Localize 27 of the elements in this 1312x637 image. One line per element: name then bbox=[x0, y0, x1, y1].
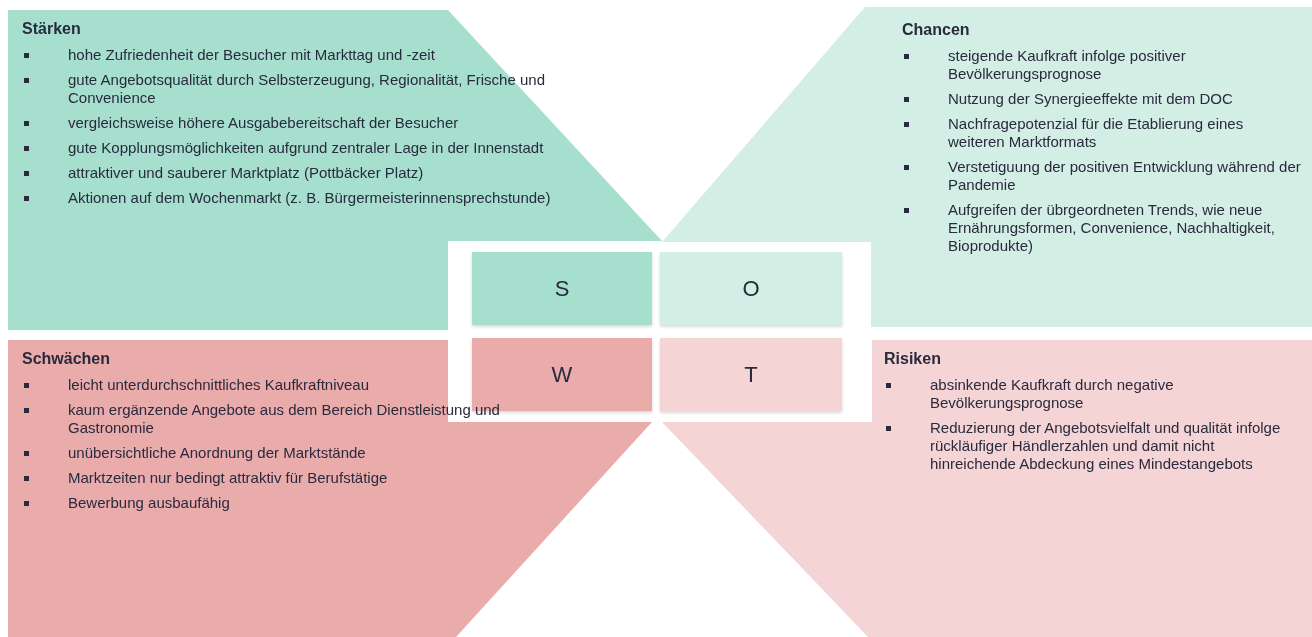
section-heading: Schwächen bbox=[22, 350, 111, 368]
bullet-point: Aufgreifen der übrgeordneten Trends, wie neue Ernährungsformen, Convenience, Nachhaltigkeit, Bioprodukte) bbox=[902, 201, 1302, 255]
bullet-point: attraktiver und sauberer Marktplatz (Pottbäcker Platz) bbox=[22, 164, 582, 182]
bullet-point: Marktzeiten nur bedingt attraktiv für Berufstätige bbox=[22, 469, 582, 487]
opportunities-panel bbox=[662, 7, 1312, 327]
bullet-point: steigende Kaufkraft infolge positiver Bevölkerungsprognose bbox=[902, 47, 1302, 83]
section-heading: Stärken bbox=[22, 20, 81, 38]
bullet-point: vergleichsweise höhere Ausgabebereitschaft der Besucher bbox=[22, 114, 582, 132]
section-heading: Chancen bbox=[902, 21, 970, 39]
bullet-point: gute Kopplungsmöglichkeiten aufgrund zentraler Lage in der Innenstadt bbox=[22, 139, 582, 157]
bullet-point: gute Angebotsqualität durch Selbsterzeugung, Regionalität, Frische und Convenience bbox=[22, 71, 582, 107]
letter-tile: S bbox=[472, 252, 652, 325]
bullet-point: Nutzung der Synergieeffekte mit dem DOC bbox=[902, 90, 1302, 108]
letter-tile: O bbox=[660, 252, 842, 325]
bullet-point: unübersichtliche Anordnung der Marktstände bbox=[22, 444, 582, 462]
bullet-point: Reduzierung der Angebotsvielfalt und qualität infolge rückläufiger Händlerzahlen und damit nicht hinreichende Abdeckung eines Mindestangebots bbox=[884, 419, 1304, 473]
bullet-point: Nachfragepotenzial für die Etablierung eines weiteren Marktformats bbox=[902, 115, 1302, 151]
bullet-point: Bewerbung ausbaufähig bbox=[22, 494, 582, 512]
bullet-point: hohe Zufriedenheit der Besucher mit Markttag und -zeit bbox=[22, 46, 582, 64]
bullet-point: Aktionen auf dem Wochenmarkt (z. B. Bürgermeisterinnensprechstunde) bbox=[22, 189, 582, 207]
weaknesses-panel bbox=[8, 340, 652, 637]
threats-panel bbox=[662, 340, 1312, 637]
section-heading: Risiken bbox=[884, 350, 941, 368]
bullet-point: absinkende Kaufkraft durch negative Bevölkerungsprognose bbox=[884, 376, 1304, 412]
letter-tile: T bbox=[660, 338, 842, 411]
strengths-panel bbox=[8, 10, 662, 330]
bullet-point: Verstetiguung der positiven Entwicklung während der Pandemie bbox=[902, 158, 1302, 194]
